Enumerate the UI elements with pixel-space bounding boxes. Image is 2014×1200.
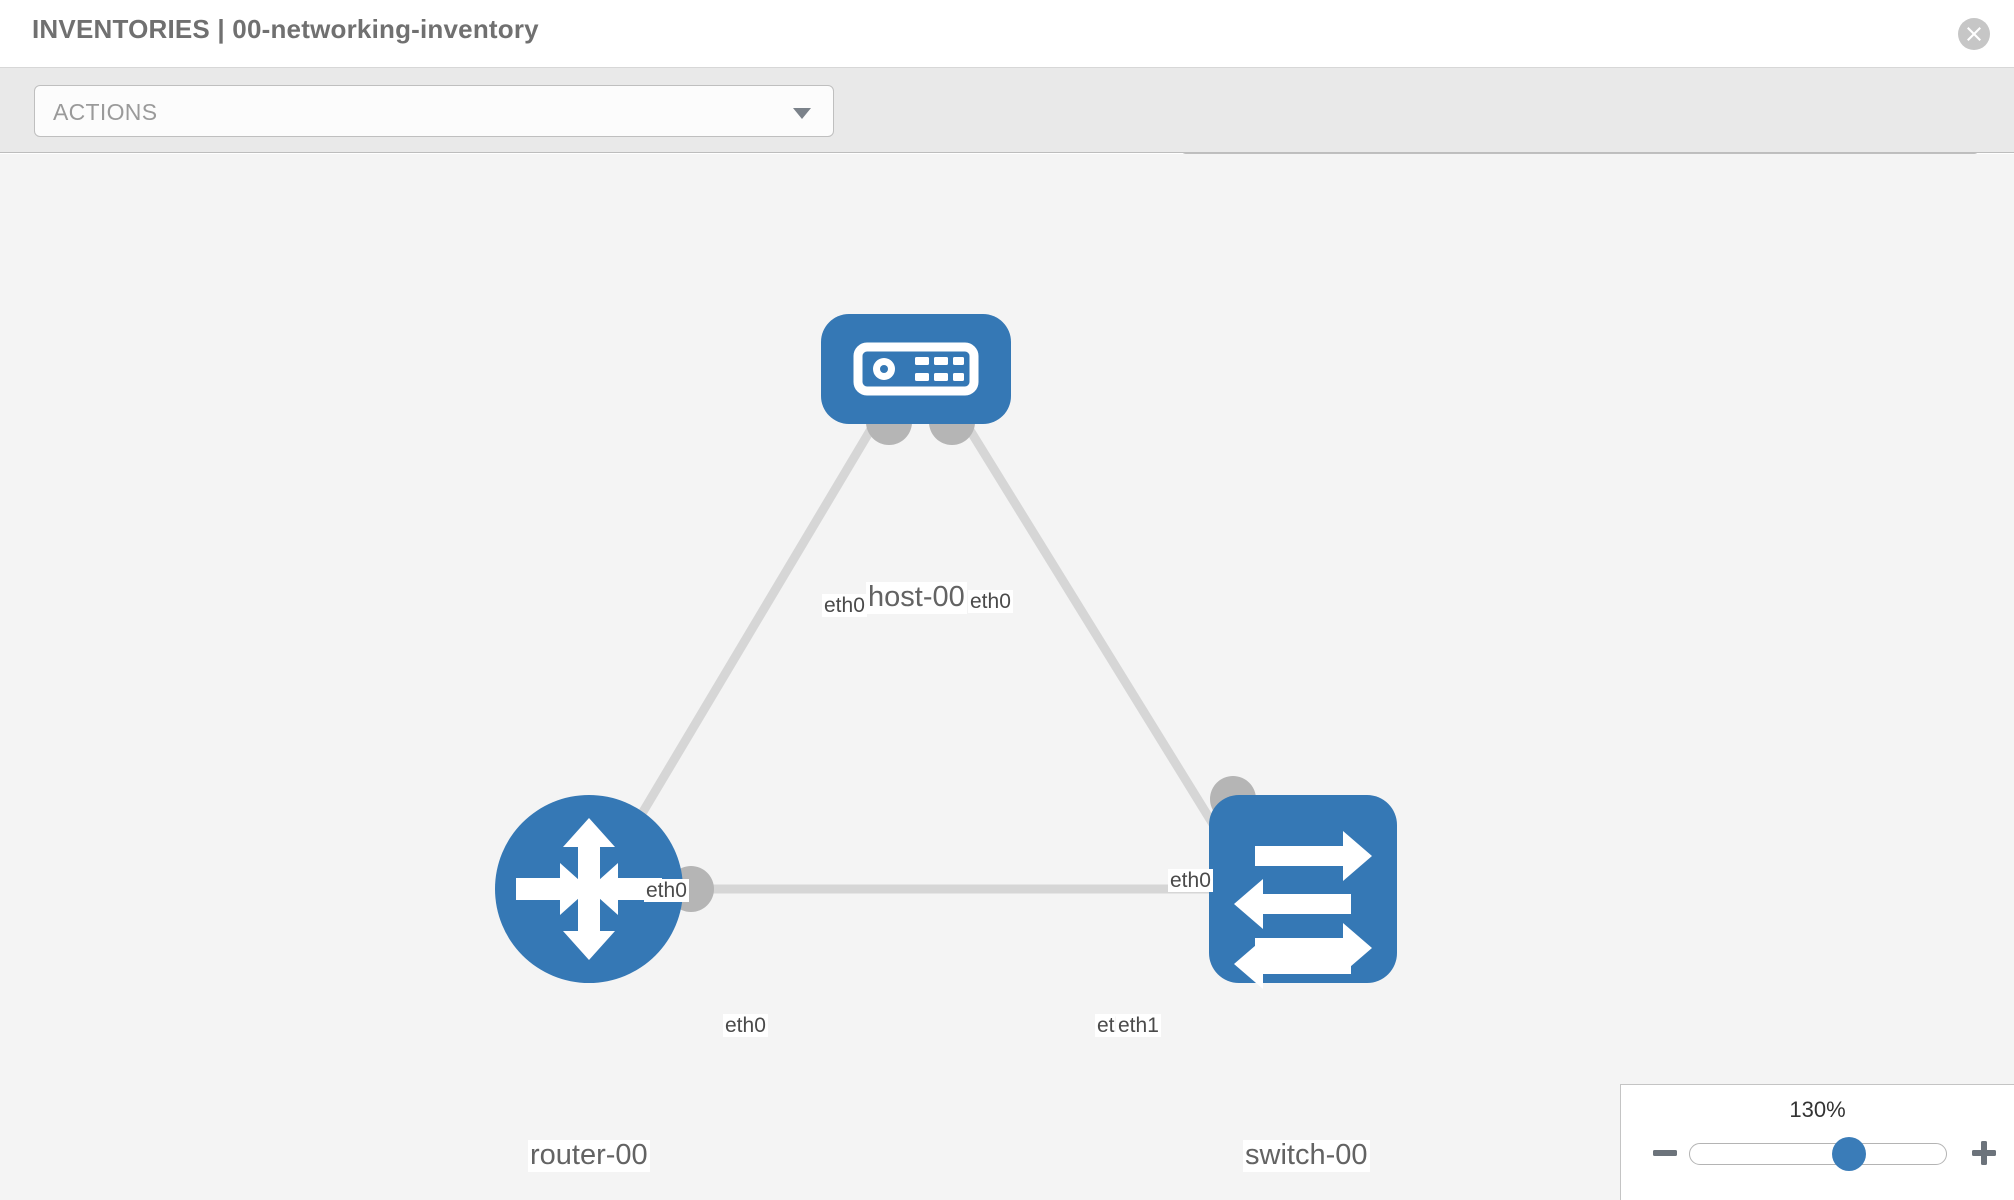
minus-icon[interactable] bbox=[1649, 1137, 1681, 1169]
zoom-slider-row bbox=[1621, 1133, 2014, 1173]
chevron-down-icon bbox=[793, 108, 811, 119]
close-icon[interactable] bbox=[1958, 18, 1990, 50]
page-header: INVENTORIES | 00-networking-inventory bbox=[0, 0, 2014, 68]
page-title: INVENTORIES | 00-networking-inventory bbox=[32, 14, 539, 44]
edge-label-router-eth0: eth0 bbox=[723, 1014, 768, 1038]
actions-dropdown[interactable]: ACTIONS bbox=[34, 85, 834, 137]
node-host-00[interactable] bbox=[821, 314, 1011, 424]
node-label-switch-00: switch-00 bbox=[1243, 1139, 1370, 1172]
edge-label-host-right: eth0 bbox=[968, 590, 1013, 614]
topology-links bbox=[596, 411, 1249, 894]
toolbar: ACTIONS SEARCH bbox=[0, 68, 2014, 205]
link-host-switch[interactable] bbox=[956, 411, 1249, 879]
node-switch-00[interactable] bbox=[1209, 795, 1397, 995]
actions-dropdown-label: ACTIONS bbox=[53, 99, 158, 125]
topology-ports bbox=[668, 399, 1258, 912]
edge-label-host-left: eth0 bbox=[822, 594, 867, 618]
plus-icon[interactable] bbox=[1968, 1137, 2000, 1169]
topology-graph bbox=[495, 314, 1397, 995]
zoom-slider-thumb[interactable] bbox=[1831, 1137, 1866, 1171]
zoom-control-panel: 130% bbox=[1620, 1084, 2014, 1200]
node-router-00[interactable] bbox=[495, 795, 683, 983]
edge-label-switch-up: eth0 bbox=[1168, 869, 1213, 893]
node-label-host-00: host-00 bbox=[866, 581, 967, 614]
zoom-slider-track[interactable] bbox=[1689, 1137, 1947, 1171]
link-host-router[interactable] bbox=[596, 411, 884, 887]
node-label-router-00: router-00 bbox=[528, 1139, 650, 1172]
zoom-level-value: 130% bbox=[1789, 1097, 1846, 1122]
edge-label-router-up: eth0 bbox=[644, 879, 689, 903]
edge-label-switch-eth1: eth1 bbox=[1116, 1014, 1161, 1038]
topology-canvas[interactable]: eth0 eth0 eth0 eth0 eth0 eth0 eth1 host-… bbox=[0, 154, 2014, 1200]
